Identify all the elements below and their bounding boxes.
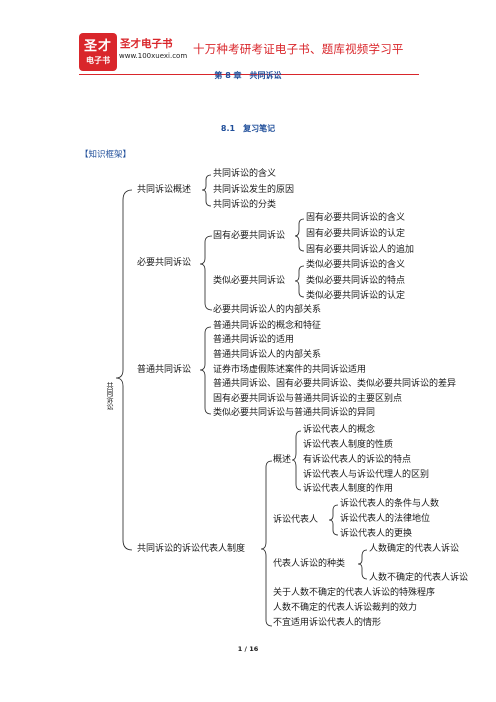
brand-name: 圣才电子书 <box>120 38 173 50</box>
bracket-n2b <box>294 265 305 298</box>
node-representative: 诉讼代表人 <box>273 515 319 525</box>
node-rep-overview: 概述 <box>273 455 292 465</box>
node-similar-determine: 类似必要共同诉讼的认定 <box>306 291 406 301</box>
root-label: 共同诉讼 <box>105 382 114 413</box>
node-overview-cause: 共同诉讼发生的原因 <box>213 185 295 195</box>
node-necessary-internal: 必要共同诉讼人的内部关系 <box>213 305 322 315</box>
node-differences: 普通共同诉讼、固有必要共同诉讼、类似必要共同诉讼的差异 <box>213 379 457 389</box>
chapter-title: 第 8 章 共同诉讼 <box>214 71 282 80</box>
node-inherent-determine: 固有必要共同诉讼的认定 <box>306 229 406 239</box>
bracket-n4 <box>260 460 273 627</box>
brand-url[interactable]: www.100xuexi.com <box>119 52 188 60</box>
bracket-n2 <box>199 235 213 311</box>
node-similar: 类似必要共同诉讼 <box>213 276 286 286</box>
node-similarities: 类似必要共同诉讼与普通共同诉讼的异同 <box>213 408 376 418</box>
node-overview-meaning: 共同诉讼的含义 <box>213 169 277 179</box>
logo-line1: 圣才 <box>83 38 112 54</box>
node-ordinary: 普通共同诉讼 <box>137 365 192 375</box>
bracket-n4b <box>328 504 339 536</box>
node-similar-features: 类似必要共同诉讼的特点 <box>306 276 406 286</box>
node-rep-unfixed: 人数不确定的代表人诉讼 <box>369 573 469 583</box>
bracket-n2a <box>294 218 305 252</box>
bracket-n4c <box>357 549 368 580</box>
node-special-procedure: 关于人数不确定的代表人诉讼的特殊程序 <box>273 588 436 598</box>
bracket-n1 <box>201 174 212 207</box>
node-rep-fixed: 人数确定的代表人诉讼 <box>369 544 460 554</box>
node-ordinary-concept: 普通共同诉讼的概念和特征 <box>213 321 322 331</box>
node-rep-features: 有诉讼代表人的诉讼的特点 <box>303 455 412 465</box>
node-securities: 证券市场虚假陈述案件的共同诉讼适用 <box>213 365 367 375</box>
node-main-distinction: 固有必要共同诉讼与普通共同诉讼的主要区别点 <box>213 394 403 404</box>
header-slogan: 十万种考研考证电子书、题库视频学习平 <box>193 42 404 56</box>
node-rep-vs-agent: 诉讼代表人与诉讼代理人的区别 <box>303 470 430 480</box>
node-rep-concept: 诉讼代表人的概念 <box>303 425 376 435</box>
bracket-n4a <box>291 430 302 491</box>
root-bracket <box>115 189 133 551</box>
node-inapplicable: 不宜适用诉讼代表人的情形 <box>273 618 382 628</box>
bracket-n3 <box>199 326 212 415</box>
node-inherent-meaning: 固有必要共同诉讼的含义 <box>306 213 406 223</box>
header-rule <box>79 74 419 75</box>
node-inherent: 固有必要共同诉讼 <box>213 231 286 241</box>
node-representative-system: 共同诉讼的诉讼代表人制度 <box>137 544 246 554</box>
framework-label: 【知识框架】 <box>80 150 132 160</box>
root-label-text: 共同诉讼 <box>106 382 114 410</box>
node-overview: 共同诉讼概述 <box>137 185 192 195</box>
node-judgment-effect: 人数不确定的代表人诉讼裁判的效力 <box>273 603 418 613</box>
node-overview-class: 共同诉讼的分类 <box>213 200 277 210</box>
node-inherent-add: 固有必要共同诉讼人的追加 <box>306 245 415 255</box>
brand-logo: 圣才 电子书 <box>79 33 117 71</box>
node-similar-meaning: 类似必要共同诉讼的含义 <box>306 260 406 270</box>
node-rep-conditions: 诉讼代表人的条件与人数 <box>340 499 440 509</box>
section-title: 8.1 复习笔记 <box>220 124 276 133</box>
node-rep-function: 诉讼代表人制度的作用 <box>303 484 394 494</box>
node-rep-legal-status: 诉讼代表人的法律地位 <box>340 514 431 524</box>
node-necessary: 必要共同诉讼 <box>137 258 192 268</box>
node-ordinary-apply: 普通共同诉讼的适用 <box>213 335 295 345</box>
node-rep-nature: 诉讼代表人制度的性质 <box>303 440 394 450</box>
logo-line2: 电子书 <box>86 55 110 65</box>
node-rep-replacement: 诉讼代表人的更换 <box>340 529 413 539</box>
page-number: 1 / 16 <box>237 645 259 653</box>
node-rep-types: 代表人诉讼的种类 <box>273 559 346 569</box>
node-ordinary-internal: 普通共同诉讼人的内部关系 <box>213 350 322 360</box>
